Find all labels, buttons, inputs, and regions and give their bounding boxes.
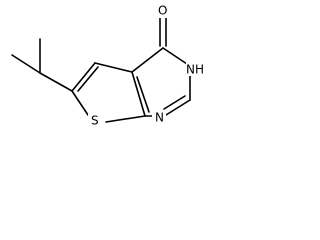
- c4a-c4-bond: [131, 47, 164, 73]
- c2-n1-bond: [165, 99, 191, 116]
- oxygen-atom-label: O: [158, 4, 167, 18]
- c2-n1-double-bond: [163, 95, 186, 110]
- isopropyl-to-ring-bond: [39, 72, 73, 92]
- chemical-structure-diagram: O N H N S: [11, 4, 208, 128]
- thiophene-c5-c4a-bond: [94, 62, 133, 73]
- thiophene-c6-s-bond: [71, 90, 89, 116]
- ring-fusion-bond: [131, 71, 146, 117]
- isopropyl-methyl-bond-left: [11, 54, 41, 74]
- nh-nitrogen-atom-label: N: [186, 63, 195, 77]
- atom-labels: O N H N S: [88, 4, 208, 128]
- bond-group: [11, 16, 191, 123]
- sulfur-atom-label: S: [91, 114, 99, 128]
- thiophene-c6-c5-double-bond: [77, 66, 99, 92]
- thiophene-c6-c5-bond: [71, 62, 96, 92]
- thiophene-s-c7a-bond: [105, 115, 146, 123]
- ring-fusion-double-bond: [136, 76, 150, 113]
- c4-n3-bond: [162, 47, 188, 65]
- nh-hydrogen-atom-label: H: [195, 63, 204, 77]
- pyrimidine-nitrogen-atom-label: N: [155, 111, 164, 125]
